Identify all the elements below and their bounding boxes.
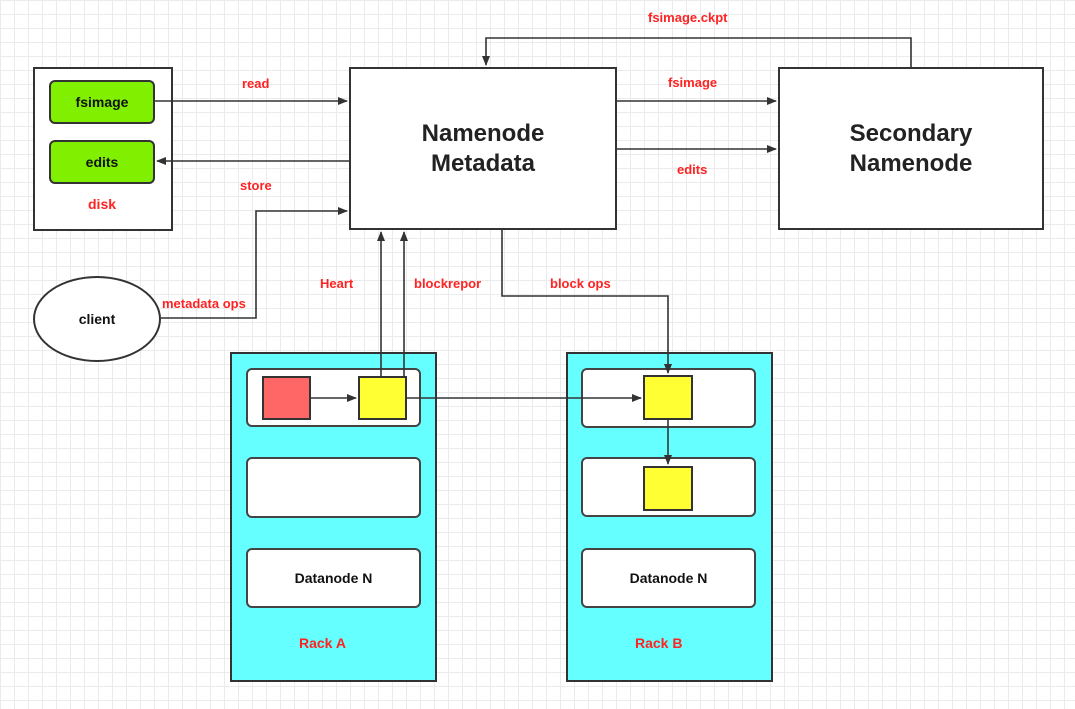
arrow-fsimage-ckpt (482, 37, 912, 67)
label-blockreport: blockrepor (414, 276, 482, 291)
rack-a-caption: Rack A (299, 635, 346, 651)
rack-b-datanode-n[interactable]: Datanode N (581, 548, 756, 608)
edits-box[interactable]: edits (49, 140, 155, 184)
rack-a-datanode-n[interactable]: Datanode N (246, 548, 421, 608)
rack-a-datanode-2[interactable] (246, 457, 421, 518)
rack-b-yellow-block-1[interactable] (643, 375, 693, 420)
label-fsimage: fsimage (668, 75, 718, 90)
client-ellipse[interactable]: client (33, 276, 161, 362)
label-fsimage-ckpt: fsimage.ckpt (648, 10, 728, 25)
label-heart: Heart (320, 276, 354, 291)
rack-b-yellow-block-2[interactable] (643, 466, 693, 511)
rack-b-caption: Rack B (635, 635, 683, 651)
label-store: store (240, 178, 272, 193)
label-read: read (242, 76, 270, 91)
rack-a-red-block[interactable] (262, 376, 311, 420)
rack-a-yellow-block[interactable] (358, 376, 407, 420)
disk-caption: disk (88, 196, 117, 212)
label-edits: edits (677, 162, 708, 177)
fsimage-box[interactable]: fsimage (49, 80, 155, 124)
namenode-metadata-box[interactable]: Namenode Metadata (349, 67, 617, 230)
label-metadata-ops: metadata ops (162, 296, 246, 311)
label-block-ops: block ops (550, 276, 611, 291)
secondary-namenode-box[interactable]: Secondary Namenode (778, 67, 1044, 230)
